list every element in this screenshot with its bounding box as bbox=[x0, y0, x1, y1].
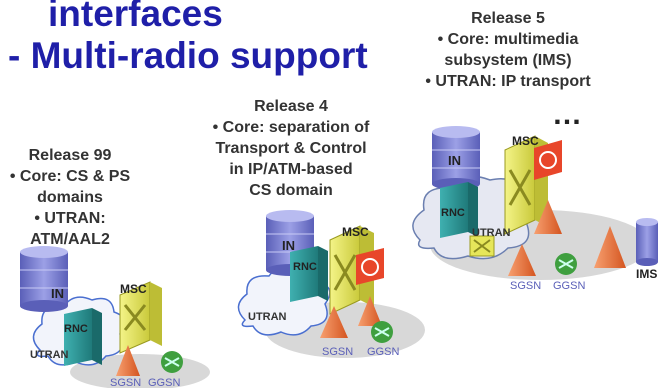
release-99-bullet-2: domains bbox=[37, 189, 103, 206]
label-ims-5: IMS bbox=[636, 267, 657, 281]
release-99-heading: Release 99 bbox=[28, 147, 112, 164]
release-99-text: Release 99 • Core: CS & PS domains • UTR… bbox=[0, 145, 140, 250]
label-msc-4: MSC bbox=[342, 225, 369, 239]
ims-cone-icon bbox=[594, 226, 626, 268]
ellipsis: … bbox=[552, 98, 584, 131]
sgsn-cone-icon bbox=[116, 345, 140, 376]
sgsn-cone-icon bbox=[320, 306, 348, 338]
release-99-bullet-3: • UTRAN: bbox=[34, 210, 106, 227]
rnc-icon bbox=[290, 246, 328, 302]
release-4-text: Release 4 • Core: separation of Transpor… bbox=[202, 96, 380, 201]
release-5-bullet-2: subsystem (IMS) bbox=[444, 52, 572, 69]
title-line-1: interfaces bbox=[48, 0, 223, 34]
rnc-icon bbox=[440, 182, 478, 238]
ip-router-icon bbox=[469, 235, 495, 257]
release-5-bullet-1: • Core: multimedia bbox=[437, 31, 579, 48]
label-sgsn-99: SGSN bbox=[110, 377, 141, 388]
label-rnc-99: RNC bbox=[64, 323, 88, 335]
label-in-4: IN bbox=[282, 238, 295, 253]
rnc-icon bbox=[64, 308, 102, 366]
call-server-cone-icon bbox=[534, 200, 562, 234]
release-5-heading: Release 5 bbox=[471, 10, 545, 27]
label-rnc-4: RNC bbox=[293, 261, 317, 273]
release-4-diagram: IN MSC RNC UTRAN SGSN GGSN bbox=[237, 210, 425, 358]
server-cone-icon bbox=[358, 296, 382, 326]
label-msc-99: MSC bbox=[120, 282, 147, 296]
label-msc-5: MSC bbox=[512, 134, 539, 148]
release-5-diagram: IN MSC RNC UTRAN SGSN GGSN IMS bbox=[412, 126, 658, 292]
label-sgsn-5: SGSN bbox=[510, 280, 541, 292]
label-sgsn-4: SGSN bbox=[322, 346, 353, 358]
release-4-bullet-3: in IP/ATM-based bbox=[229, 161, 353, 178]
label-rnc-5: RNC bbox=[441, 207, 465, 219]
in-database-icon bbox=[20, 246, 68, 312]
release-4-bullet-4: CS domain bbox=[249, 182, 333, 199]
msc-switch-icon bbox=[119, 281, 162, 354]
label-ggsn-5: GGSN bbox=[553, 280, 585, 292]
release-4-heading: Release 4 bbox=[254, 98, 328, 115]
release-5-bullet-3: • UTRAN: IP transport bbox=[425, 73, 591, 90]
title-line-2: - Multi-radio support bbox=[8, 35, 368, 76]
release-4-bullet-1: • Core: separation of bbox=[212, 119, 370, 136]
release-5-text: Release 5 • Core: multimedia subsystem (… bbox=[408, 8, 608, 92]
label-ggsn-4: GGSN bbox=[367, 346, 399, 358]
label-utran-99: UTRAN bbox=[30, 349, 69, 361]
media-gateway-icon bbox=[356, 248, 384, 285]
label-utran-4: UTRAN bbox=[248, 311, 287, 323]
label-ggsn-99: GGSN bbox=[148, 377, 180, 388]
label-in-5: IN bbox=[448, 153, 461, 168]
in-database-icon bbox=[432, 126, 480, 190]
release-99-bullet-4: ATM/AAL2 bbox=[30, 231, 110, 248]
label-utran-5: UTRAN bbox=[472, 227, 511, 239]
sgsn-cone-icon bbox=[508, 244, 536, 276]
release-4-bullet-2: Transport & Control bbox=[215, 140, 367, 157]
release-99-bullet-1: • Core: CS & PS bbox=[9, 168, 131, 185]
label-in-99: IN bbox=[51, 286, 64, 301]
ims-database-icon bbox=[636, 218, 658, 266]
media-gateway-icon bbox=[534, 140, 562, 180]
release-99-diagram: IN MSC RNC UTRAN SGSN GGSN bbox=[20, 246, 210, 388]
msc-switch-icon bbox=[329, 225, 374, 315]
